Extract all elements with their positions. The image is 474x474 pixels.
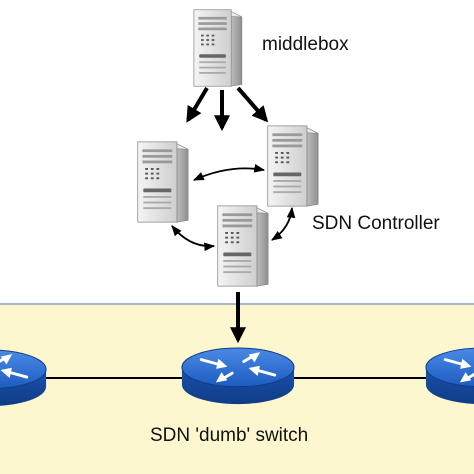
middlebox-server-icon [193, 9, 243, 87]
middlebox-arrow-right [236, 86, 269, 123]
controller-link-right [271, 206, 296, 241]
controller-label: SDN Controller [312, 213, 440, 234]
middlebox-label: middlebox [262, 34, 349, 55]
controller-link-top [193, 164, 266, 181]
switch-router-icon-center [180, 346, 296, 406]
controller-server-icon-bottom [217, 205, 269, 287]
switch-label: SDN 'dumb' switch [150, 425, 308, 446]
controller-link-left [171, 225, 216, 252]
middlebox-arrow-left [186, 86, 209, 123]
controller-server-icon-left [137, 141, 189, 223]
controller-server-icon-right [267, 125, 319, 207]
